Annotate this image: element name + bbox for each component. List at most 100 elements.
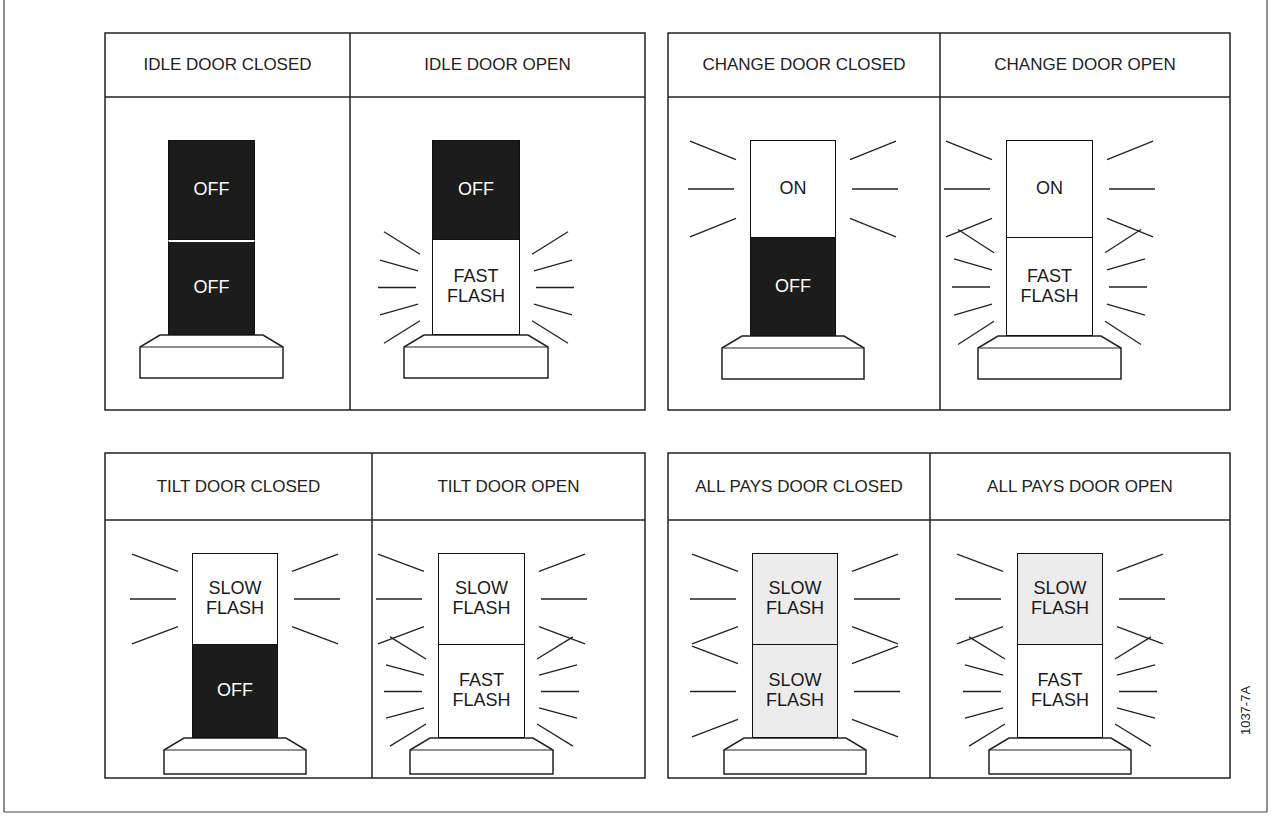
light-ray	[1115, 724, 1151, 746]
lamp-base	[164, 738, 306, 774]
light-ray	[532, 321, 568, 344]
light-ray	[952, 286, 990, 287]
light-ray	[537, 724, 573, 746]
light-ray	[1117, 627, 1163, 644]
light-ray	[541, 691, 579, 692]
lamp-state: OFF	[190, 278, 234, 298]
light-ray	[386, 708, 424, 718]
light-ray	[1107, 259, 1145, 270]
lamp-state: ON	[1032, 179, 1067, 199]
light-ray	[378, 554, 424, 571]
light-ray	[852, 554, 898, 571]
lamp-base-edge	[140, 346, 283, 347]
lamp-state: SLOW FLASH	[753, 671, 837, 711]
lamp-base-edge	[724, 749, 866, 750]
light-ray	[1109, 286, 1147, 287]
light-ray	[376, 598, 422, 599]
lamp-state: OFF	[454, 180, 498, 200]
state-panel: IDLE DOOR OPENOFFFAST FLASH	[350, 33, 645, 410]
light-ray	[957, 554, 1003, 571]
state-panel: ALL PAYS DOOR CLOSEDSLOW FLASHSLOW FLASH	[668, 453, 930, 778]
light-ray	[1109, 188, 1155, 189]
light-ray	[390, 724, 426, 746]
light-ray	[386, 665, 424, 675]
panel-header: IDLE DOOR OPEN	[350, 33, 645, 97]
lamp-base	[722, 336, 864, 379]
light-ray	[384, 232, 420, 255]
light-ray	[955, 598, 1001, 599]
lamp-segment: ON	[1006, 140, 1093, 238]
light-ray	[850, 141, 896, 159]
lamp-segment: FAST FLASH	[1017, 645, 1103, 738]
lamp-segment: SLOW FLASH	[438, 553, 525, 645]
lamp-segment: OFF	[750, 238, 836, 336]
light-ray	[963, 691, 1001, 692]
light-ray	[854, 598, 900, 599]
light-ray	[957, 627, 1003, 644]
light-ray	[692, 646, 738, 663]
lamp-state: FAST FLASH	[1018, 671, 1102, 711]
lamp-base-edge	[404, 346, 548, 347]
table-grid	[105, 33, 1230, 778]
light-ray	[1119, 691, 1157, 692]
light-ray	[852, 646, 898, 663]
light-ray	[954, 259, 992, 270]
state-heading: TILT DOOR OPEN	[437, 478, 579, 496]
light-ray	[688, 188, 734, 189]
light-ray	[1107, 218, 1153, 236]
lamp-state: FAST FLASH	[1007, 267, 1092, 307]
panel-header: TILT DOOR OPEN	[372, 453, 645, 520]
light-ray	[1107, 141, 1153, 159]
light-ray	[690, 598, 736, 599]
light-ray	[534, 304, 572, 315]
light-ray	[692, 554, 738, 571]
lamp-base-edge	[410, 749, 553, 750]
lamp-segment: OFF	[192, 645, 278, 738]
lamp-base	[404, 335, 548, 378]
light-ray	[539, 708, 577, 718]
light-ray	[852, 188, 898, 189]
lamp-state: SLOW FLASH	[439, 579, 524, 619]
light-ray	[384, 321, 420, 344]
light-ray	[965, 665, 1003, 675]
lamp-base	[410, 738, 553, 774]
lamp-base	[140, 335, 283, 378]
panel-header: IDLE DOOR CLOSED	[105, 33, 350, 97]
lamp-segment: SLOW FLASH	[752, 553, 838, 645]
page-frame	[4, 0, 1267, 812]
light-ray	[534, 260, 572, 271]
light-ray	[292, 554, 338, 571]
panel-header: CHANGE DOOR OPEN	[940, 33, 1230, 97]
state-panel: IDLE DOOR CLOSED OFF OFF	[105, 33, 350, 410]
light-ray	[946, 218, 992, 236]
lamp-base	[724, 738, 866, 774]
light-ray	[692, 627, 738, 644]
light-ray	[690, 691, 736, 692]
light-ray	[969, 724, 1005, 746]
lamp-state: OFF	[190, 180, 234, 200]
lamp-segment: OFF	[432, 140, 520, 240]
light-ray	[1117, 554, 1163, 571]
state-panel: CHANGE DOOR CLOSEDONOFF	[668, 33, 940, 410]
light-ray	[378, 627, 424, 644]
state-heading: TILT DOOR CLOSED	[157, 478, 321, 496]
lamp-segment: OFF	[168, 240, 255, 335]
light-ray	[539, 627, 585, 644]
light-ray	[378, 287, 416, 288]
lamp-state: ON	[776, 179, 811, 199]
state-panel: TILT DOOR CLOSEDSLOW FLASHOFF	[105, 453, 372, 778]
light-ray	[537, 637, 573, 659]
light-ray	[539, 554, 585, 571]
lamp-base	[989, 738, 1131, 774]
light-ray	[690, 218, 736, 236]
lamp-segment: FAST FLASH	[438, 645, 525, 738]
light-ray	[958, 229, 994, 252]
light-ray	[294, 598, 340, 599]
light-ray	[1105, 229, 1141, 252]
light-ray	[954, 304, 992, 315]
state-heading: ALL PAYS DOOR OPEN	[987, 478, 1173, 496]
lamp-base	[978, 336, 1121, 379]
light-ray	[539, 665, 577, 675]
lamp-base-edge	[978, 347, 1121, 348]
